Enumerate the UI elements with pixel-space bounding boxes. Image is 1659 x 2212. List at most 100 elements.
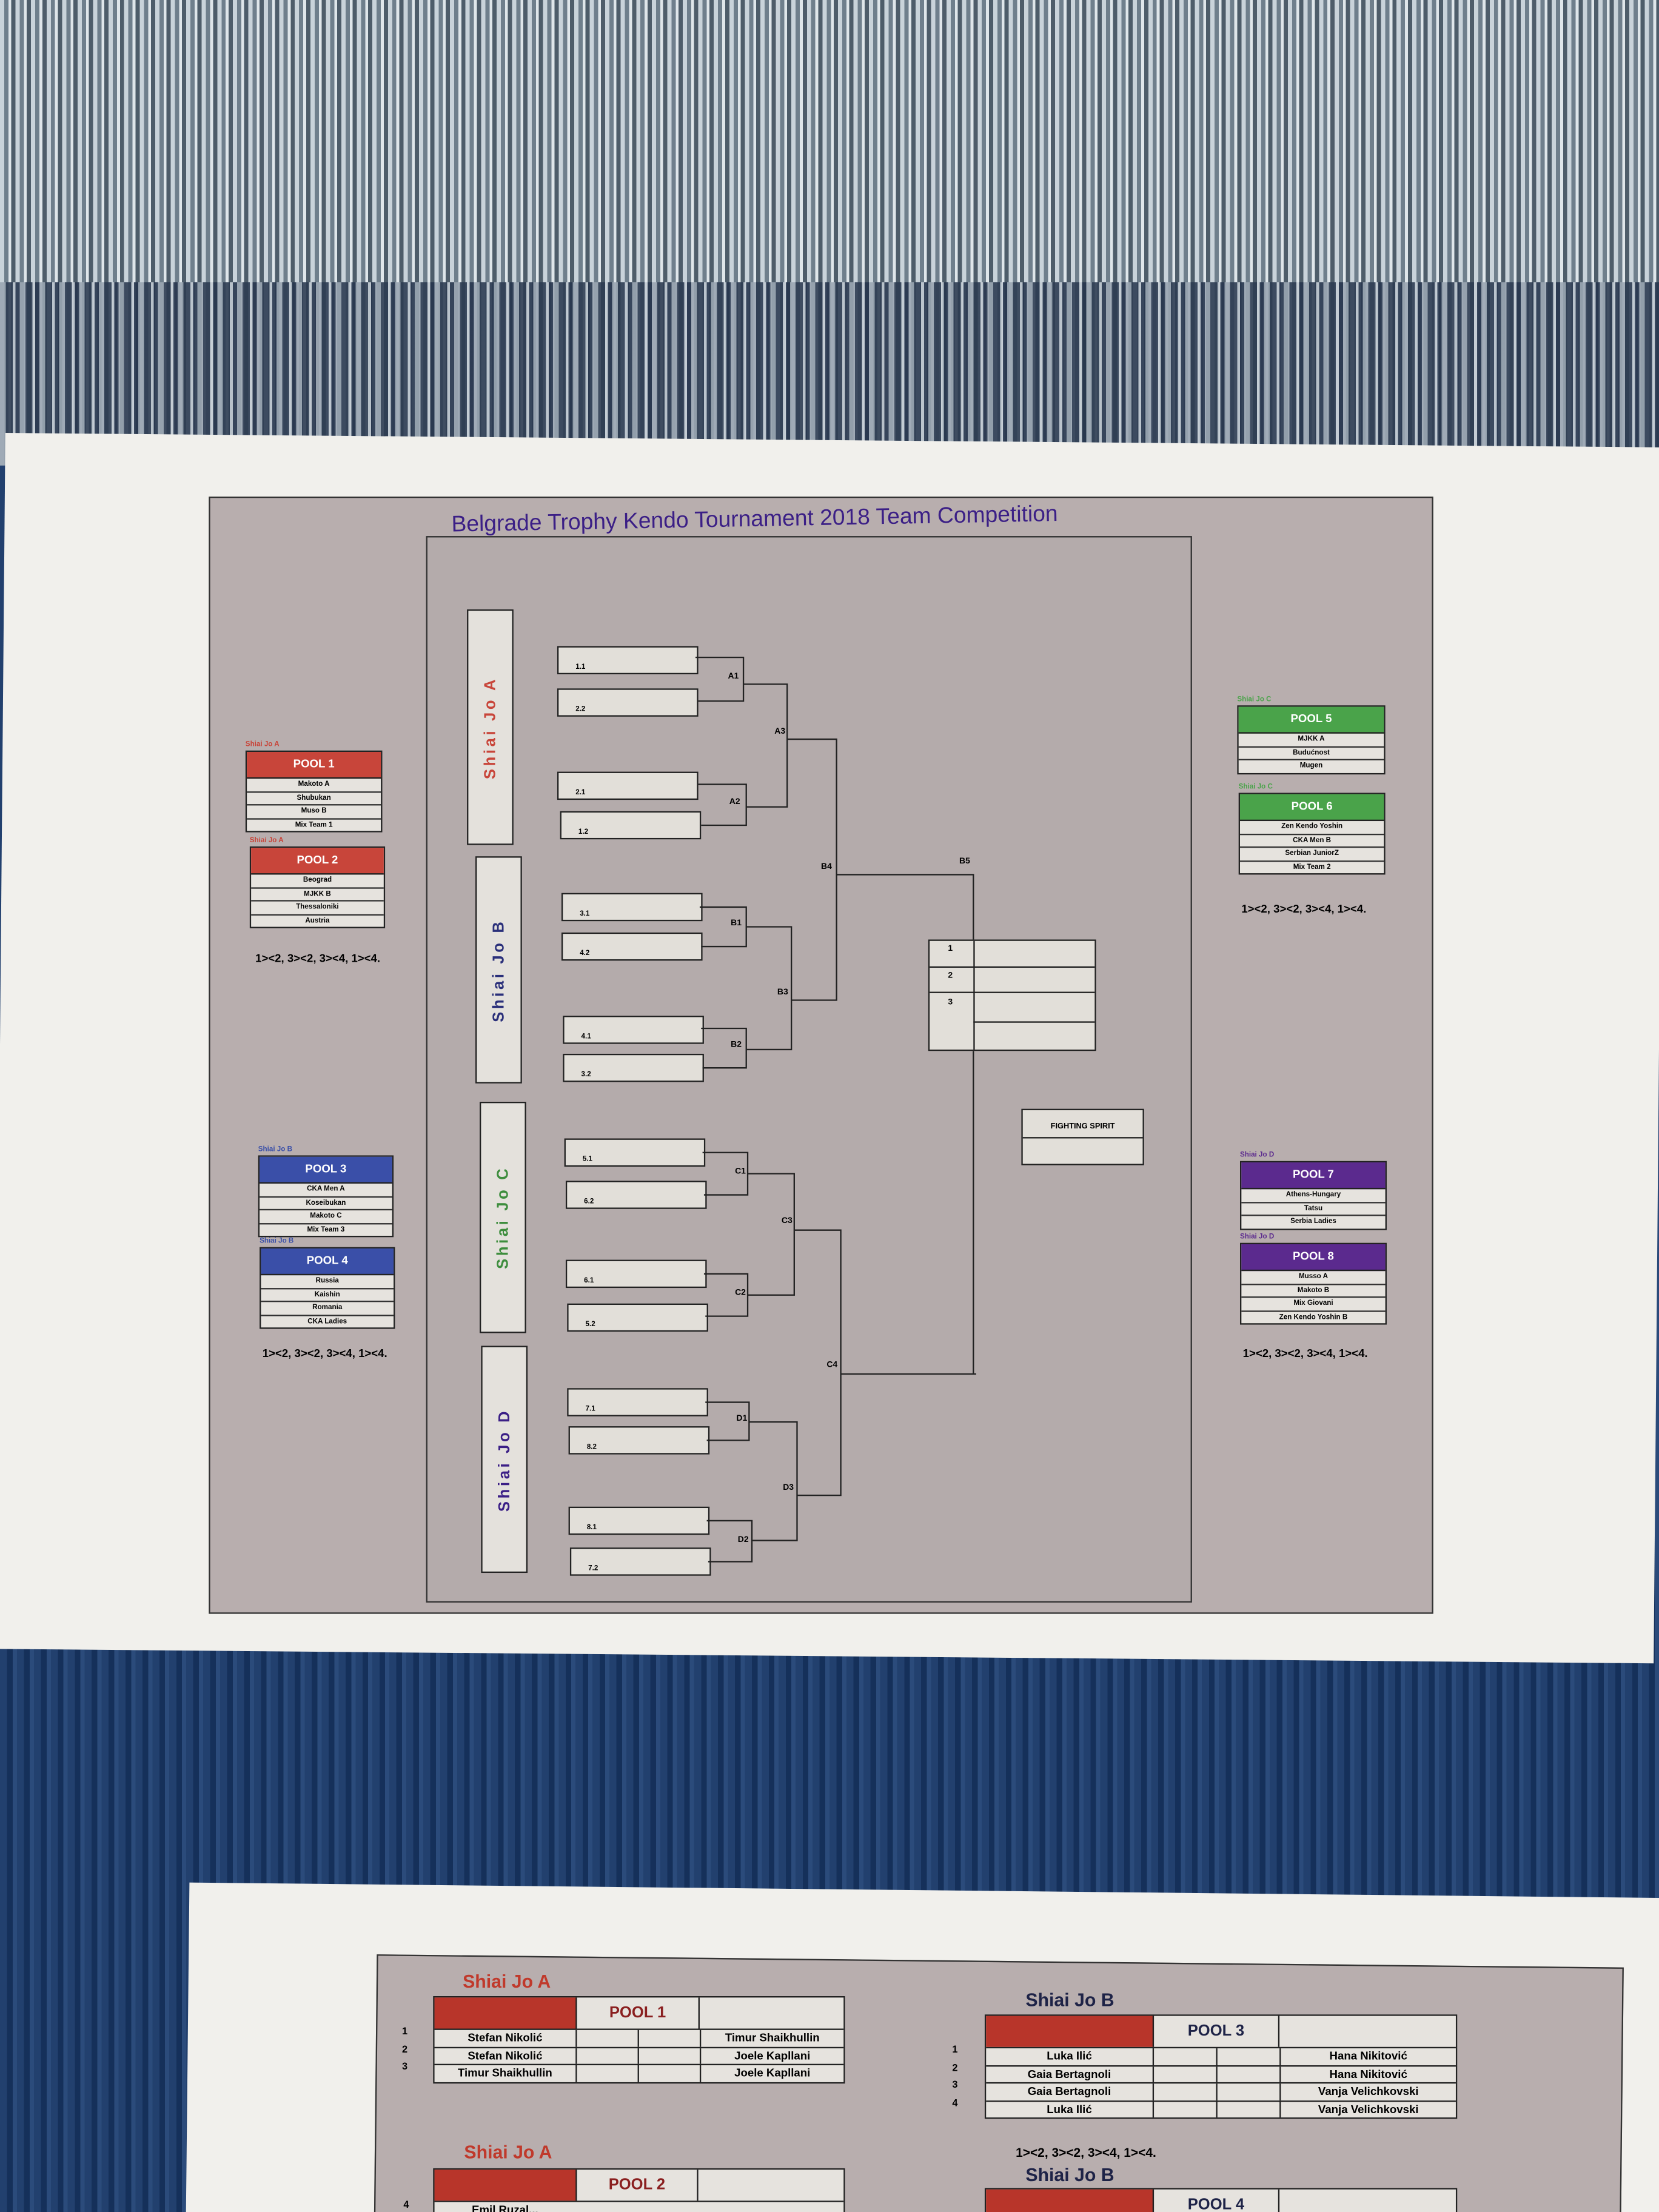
score-cell[interactable] <box>637 2047 702 2064</box>
sheet-row: Stefan Nikolić Timur Shaikhullin <box>434 2029 844 2048</box>
bracket-slot[interactable]: 2.2 <box>557 688 699 717</box>
pool-shiai-jo-label: Shiai Jo B <box>258 1145 293 1155</box>
sheet-left-fighter: Luka Ilić <box>1047 2103 1092 2116</box>
bracket-slot[interactable]: 2.1 <box>557 771 699 800</box>
match-label: A2 <box>729 798 740 807</box>
score-cell[interactable] <box>637 2065 702 2082</box>
bracket-slot[interactable]: 4.2 <box>561 932 703 961</box>
pool-team: Muso B <box>247 805 381 819</box>
match-label: B5 <box>959 857 970 866</box>
sheet-bout-number: 2 <box>952 2063 958 2073</box>
slot-seed-label: 2.1 <box>575 788 586 797</box>
match-order-rule: 1><2, 3><2, 3><4, 1><4. <box>1242 1347 1368 1360</box>
pool-team: Makoto A <box>247 779 381 793</box>
bracket-slot[interactable]: 1.1 <box>557 646 699 675</box>
slot-seed-label: 1.2 <box>578 828 589 837</box>
pool-shiai-jo-label: Shiai Jo D <box>1239 1151 1275 1160</box>
bracket-slot[interactable]: 3.2 <box>563 1053 704 1082</box>
pool-team: Zen Kendo Yoshin <box>1239 821 1384 835</box>
slot-seed-label: 6.1 <box>584 1276 594 1285</box>
sheet-row: Gaia Bertagnoli Vanja Velichkovski <box>986 2083 1456 2102</box>
score-cell[interactable] <box>1216 2101 1281 2118</box>
pool-team: Thessaloniki <box>251 902 384 915</box>
pool-title: POOL 4 <box>261 1248 394 1276</box>
pool-team: Athens-Hungary <box>1241 1189 1386 1203</box>
bracket-slot[interactable]: 5.2 <box>567 1303 708 1332</box>
sheet-bout-number: 4 <box>952 2098 958 2108</box>
sheet-pool3-label: Shiai Jo B <box>1025 1989 1114 2011</box>
slot-seed-label: 7.2 <box>588 1564 598 1574</box>
pool-team: Tatsu <box>1241 1202 1386 1216</box>
slot-seed-label: 3.2 <box>581 1070 591 1079</box>
line-d3 <box>749 1421 798 1541</box>
line-b5 <box>836 874 974 1375</box>
pool-team: Shubukan <box>247 792 381 806</box>
score-cell[interactable] <box>1152 2048 1216 2065</box>
pool-team: Kaishin <box>261 1289 394 1302</box>
bracket-slot[interactable]: 3.1 <box>561 893 703 922</box>
bracket-slot[interactable]: 7.1 <box>567 1388 708 1416</box>
pool-shiai-jo-label: Shiai Jo D <box>1239 1233 1275 1242</box>
sheet-right-fighter: Timur Shaikhullin <box>725 2031 820 2045</box>
slot-seed-label: 8.2 <box>586 1443 597 1452</box>
place-1: 1 <box>948 945 953 954</box>
shiai-jo-c-box: Shiai Jo C <box>480 1101 526 1333</box>
score-cell[interactable] <box>575 2047 637 2064</box>
slot-seed-label: 4.1 <box>581 1032 591 1041</box>
score-cell[interactable] <box>1152 2083 1216 2100</box>
match-order-rule: 1><2, 3><2, 3><4, 1><4. <box>262 1347 387 1360</box>
score-cell[interactable] <box>637 2029 702 2046</box>
sheet-bout-number: 3 <box>952 2080 958 2091</box>
pool-title: POOL 8 <box>1241 1244 1386 1272</box>
score-cell[interactable] <box>575 2065 637 2082</box>
line-c4 <box>794 1229 976 1496</box>
score-cell[interactable] <box>575 2029 637 2046</box>
bracket-slot[interactable]: 6.1 <box>565 1259 707 1289</box>
pool-shiai-jo-label: Shiai Jo B <box>260 1237 294 1246</box>
sheet-pool2-label: Shiai Jo A <box>464 2141 552 2163</box>
bracket-slot[interactable]: 6.2 <box>565 1181 707 1209</box>
pool-team: Mix Giovani <box>1241 1298 1386 1312</box>
pool-team: Romania <box>261 1302 394 1316</box>
sheet-bout-number: 3 <box>402 2062 408 2073</box>
sheet-bout-number: 2 <box>402 2045 408 2055</box>
sheet-pool2-left-0: Emil Ruzal... <box>472 2204 538 2212</box>
match-label: D1 <box>736 1415 748 1424</box>
shiai-jo-a-box: Shiai Jo A <box>467 609 514 845</box>
match-label: D3 <box>783 1484 794 1493</box>
shiai-jo-b-box: Shiai Jo B <box>475 856 522 1084</box>
sheet-right-fighter: Vanja Velichkovski <box>1318 2085 1419 2099</box>
bracket-slot[interactable]: 4.1 <box>563 1016 704 1044</box>
sheet-left-fighter: Gaia Bertagnoli <box>1027 2068 1111 2081</box>
slot-seed-label: 3.1 <box>580 910 590 919</box>
bracket-slot[interactable]: 1.2 <box>560 811 702 840</box>
sheet-left-fighter: Stefan Nikolić <box>468 2031 543 2045</box>
score-cell[interactable] <box>1152 2101 1216 2118</box>
bracket-slot[interactable]: 8.2 <box>568 1426 710 1455</box>
pool-team: Makoto C <box>260 1210 392 1224</box>
sheet-pool4-table: POOL 4 <box>984 2188 1458 2212</box>
score-cell[interactable] <box>1216 2083 1281 2100</box>
score-cell[interactable] <box>1152 2066 1216 2082</box>
sheet-left-fighter: Timur Shaikhullin <box>457 2066 552 2080</box>
score-cell[interactable] <box>1216 2048 1281 2065</box>
match-label: C1 <box>735 1168 746 1177</box>
score-cell[interactable] <box>1216 2066 1281 2082</box>
sheet-left-fighter: Gaia Bertagnoli <box>1027 2085 1111 2099</box>
pool-team: MJKK A <box>1238 734 1384 747</box>
bracket-slot[interactable]: 5.1 <box>564 1138 706 1167</box>
match-label: B3 <box>777 988 788 997</box>
sheet-right-fighter: Vanja Velichkovski <box>1318 2103 1419 2116</box>
pool-shiai-jo-label: Shiai Jo C <box>1238 783 1273 792</box>
bracket-inner-panel <box>426 536 1192 1603</box>
line-a3-b3 <box>787 738 837 1001</box>
bracket-slot[interactable]: 7.2 <box>569 1547 711 1576</box>
shiai-jo-d-box: Shiai Jo D <box>481 1346 528 1574</box>
